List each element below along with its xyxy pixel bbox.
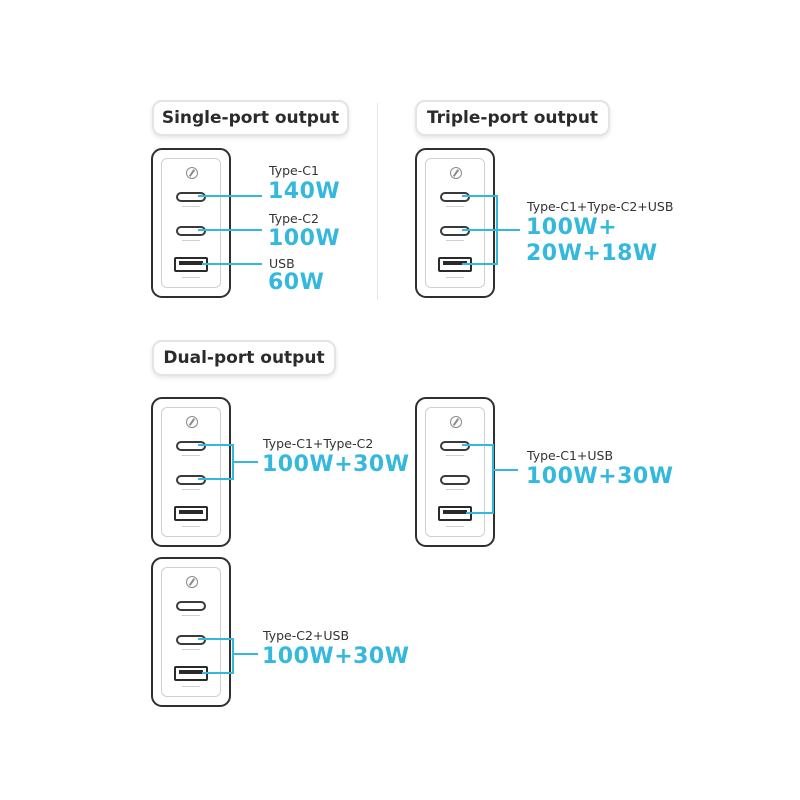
connector-bracket-c1-c2 <box>198 444 234 480</box>
port-label-mark <box>182 240 200 241</box>
charger-face <box>161 158 221 288</box>
charger-face <box>425 407 485 537</box>
charger-single-port <box>151 148 231 298</box>
dual-c2-usb-label: Type-C2+USB <box>263 628 350 643</box>
brand-logo-icon <box>186 416 198 428</box>
port-label-mark <box>446 240 464 241</box>
usb-port-icon <box>174 506 208 521</box>
port-label-mark <box>446 277 464 278</box>
single-usb-value: 60W <box>268 270 325 295</box>
brand-logo-icon <box>186 576 198 588</box>
dual-c1-usb-value: 100W+30W <box>526 464 674 489</box>
charger-triple-port <box>415 148 495 298</box>
triple-label: Type-C1+Type-C2+USB <box>527 199 674 214</box>
port-label-mark <box>182 526 200 527</box>
brand-logo-icon <box>450 167 462 179</box>
single-port-header: Single-port output <box>152 100 349 136</box>
triple-port-header: Triple-port output <box>415 100 610 136</box>
port-label-mark <box>182 686 200 687</box>
port-label-mark <box>446 206 464 207</box>
connector-bracket-c2-usb <box>198 638 234 674</box>
port-label-mark <box>182 489 200 490</box>
single-c1-label: Type-C1 <box>269 163 319 178</box>
dual-c1-c2-value: 100W+30W <box>262 452 410 477</box>
charger-dual-c1-c2 <box>151 397 231 547</box>
brand-logo-icon <box>186 167 198 179</box>
type-c2-port-icon <box>440 475 470 485</box>
port-label-mark <box>182 615 200 616</box>
dual-c2-usb-value: 100W+30W <box>262 644 410 669</box>
dual-port-header: Dual-port output <box>152 340 336 376</box>
port-label-mark <box>446 455 464 456</box>
charger-face <box>425 158 485 288</box>
type-c1-port-icon <box>176 601 206 611</box>
port-label-mark <box>182 649 200 650</box>
dual-c1-c2-label: Type-C1+Type-C2 <box>263 436 374 451</box>
charger-dual-c2-usb <box>151 557 231 707</box>
port-label-mark <box>446 526 464 527</box>
port-label-mark <box>182 206 200 207</box>
brand-logo-icon <box>450 416 462 428</box>
single-usb-label: USB <box>269 256 295 271</box>
dual-c1-usb-label: Type-C1+USB <box>527 448 614 463</box>
charger-dual-c1-usb <box>415 397 495 547</box>
single-c2-value: 100W <box>268 226 341 251</box>
port-label-mark <box>182 455 200 456</box>
single-c1-value: 140W <box>268 179 341 204</box>
connector-bracket-c1-usb <box>462 444 494 514</box>
single-c2-label: Type-C2 <box>269 211 319 226</box>
triple-value-line2: 20W+18W <box>526 241 658 266</box>
port-label-mark <box>446 489 464 490</box>
port-label-mark <box>182 277 200 278</box>
triple-value-line1: 100W+ <box>526 215 618 240</box>
section-divider <box>377 103 378 300</box>
